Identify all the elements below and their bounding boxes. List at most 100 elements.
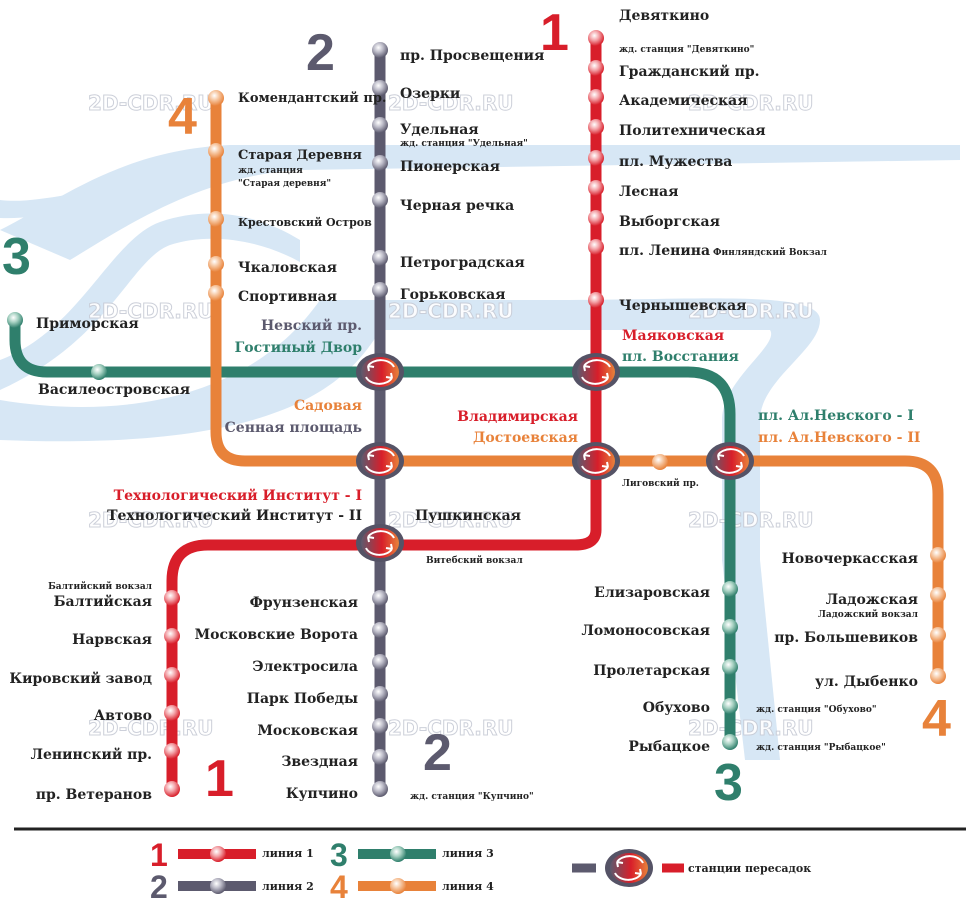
transfer-node[interactable] <box>571 441 621 481</box>
legend-line-3-label: линия 3 <box>442 847 494 860</box>
legend-transfer-icon <box>604 848 654 888</box>
station-marker[interactable] <box>588 119 604 135</box>
transfer-node[interactable] <box>355 523 405 563</box>
station-label: ул. Дыбенко <box>815 674 918 690</box>
station-label: Академическая <box>619 93 748 109</box>
station-marker[interactable] <box>372 192 388 208</box>
line-number-markers: 1 2 4 3 1 2 3 4 <box>2 4 951 812</box>
watermark-text: 2D-CDR.RU <box>388 508 513 532</box>
station-label: Ленинский пр. <box>31 746 152 763</box>
station-marker[interactable] <box>208 211 224 227</box>
line-3-number: 3 <box>714 754 743 812</box>
line-3-stations: Приморская Василеостровская Гостиный Дво… <box>7 312 914 755</box>
watermark-text: 2D-CDR.RU <box>688 91 813 115</box>
station-note: жд. станция "Удельная" <box>400 139 528 149</box>
transfer-node[interactable] <box>705 441 755 481</box>
watermark-text: 2D-CDR.RU <box>388 91 513 115</box>
station-note: Балтийский вокзал <box>48 581 153 592</box>
station-label: Технологический Институт - II <box>107 507 362 524</box>
station-marker[interactable] <box>372 781 388 797</box>
station-marker[interactable] <box>722 734 738 750</box>
station-marker[interactable] <box>164 667 180 683</box>
station-label: Новочеркасская <box>782 551 918 567</box>
station-marker[interactable] <box>722 619 738 635</box>
station-label: Крестовский Остров <box>238 216 372 229</box>
station-marker[interactable] <box>164 705 180 721</box>
station-label: Черная речка <box>400 198 514 214</box>
station-label: Балтийская <box>54 593 152 610</box>
station-marker[interactable] <box>372 718 388 734</box>
station-label: пр. Ветеранов <box>36 787 153 803</box>
station-label: Садовая <box>294 398 362 414</box>
station-marker[interactable] <box>652 454 668 470</box>
station-marker[interactable] <box>372 117 388 133</box>
station-marker[interactable] <box>930 668 946 684</box>
transfer-node[interactable] <box>355 352 405 392</box>
station-marker[interactable] <box>372 590 388 606</box>
station-marker[interactable] <box>208 143 224 159</box>
station-marker[interactable] <box>588 292 604 308</box>
station-marker[interactable] <box>372 622 388 638</box>
station-marker[interactable] <box>722 659 738 675</box>
station-marker[interactable] <box>588 239 604 255</box>
transfer-node[interactable] <box>355 441 405 481</box>
station-label: Лиговский пр. <box>622 478 699 489</box>
station-marker[interactable] <box>372 686 388 702</box>
station-marker[interactable] <box>930 587 946 603</box>
station-marker[interactable] <box>164 628 180 644</box>
station-label: Озерки <box>400 86 460 102</box>
station-label: Приморская <box>36 316 139 332</box>
station-marker[interactable] <box>7 312 23 328</box>
station-marker[interactable] <box>372 155 388 171</box>
station-label: Московские Ворота <box>195 627 358 643</box>
station-label: Ладожская <box>826 592 918 608</box>
station-label: Парк Победы <box>247 691 358 707</box>
station-marker[interactable] <box>372 749 388 765</box>
station-marker[interactable] <box>930 547 946 563</box>
station-marker[interactable] <box>722 581 738 597</box>
transfer-node[interactable] <box>571 352 621 392</box>
station-marker[interactable] <box>930 627 946 643</box>
station-marker[interactable] <box>588 150 604 166</box>
watermark-text: 2D-CDR.RU <box>388 299 513 323</box>
station-marker[interactable] <box>588 30 604 46</box>
station-marker[interactable] <box>372 282 388 298</box>
station-marker[interactable] <box>372 42 388 58</box>
station-marker[interactable] <box>208 285 224 301</box>
station-marker[interactable] <box>588 60 604 76</box>
station-label: Невский пр. <box>261 317 362 334</box>
station-label: Сенная площадь <box>225 420 362 436</box>
legend-line-3-marker <box>390 846 406 862</box>
line-3-track <box>9 316 736 748</box>
station-note: Ладожский вокзал <box>818 609 919 620</box>
station-marker[interactable] <box>588 210 604 226</box>
line-1-number: 1 <box>540 4 569 62</box>
station-label: Выборгская <box>619 214 720 230</box>
station-marker[interactable] <box>164 781 180 797</box>
station-label: Чернышевская <box>619 298 747 314</box>
station-label: Купчино <box>286 786 358 802</box>
station-label: Кировский завод <box>9 670 152 687</box>
station-marker[interactable] <box>372 80 388 96</box>
station-marker[interactable] <box>91 364 107 380</box>
station-label: Гостиный Двор <box>235 339 363 356</box>
station-marker[interactable] <box>588 180 604 196</box>
legend-line-2-label: линия 2 <box>262 880 314 893</box>
station-note: Финляндский Вокзал <box>713 247 828 258</box>
watermark-text: 2D-CDR.RU <box>688 299 813 323</box>
watermark-text: 2D-CDR.RU <box>688 508 813 532</box>
station-label: Старая Деревня <box>238 148 362 163</box>
station-marker[interactable] <box>722 698 738 714</box>
station-marker[interactable] <box>164 743 180 759</box>
station-label: пл. Ал.Невского - II <box>758 430 920 446</box>
station-marker[interactable] <box>208 256 224 272</box>
station-marker[interactable] <box>164 590 180 606</box>
station-label: пл. Ал.Невского - I <box>758 408 914 424</box>
watermark-text: 2D-CDR.RU <box>88 91 213 115</box>
station-marker[interactable] <box>372 250 388 266</box>
line-4-number: 4 <box>168 88 197 146</box>
station-marker[interactable] <box>588 89 604 105</box>
station-marker[interactable] <box>372 654 388 670</box>
station-label: Спортивная <box>238 289 337 305</box>
station-marker[interactable] <box>208 90 224 106</box>
